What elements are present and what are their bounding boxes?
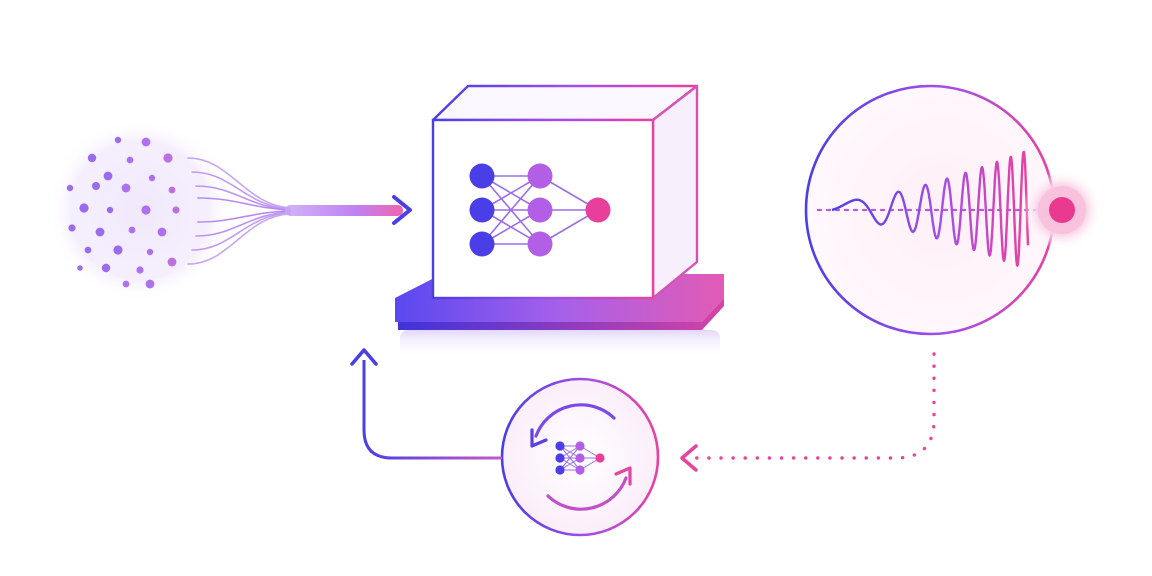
cycle-arc-bottom	[546, 476, 628, 511]
data-point	[66, 184, 74, 192]
data-point	[145, 279, 155, 289]
data-point	[84, 246, 92, 254]
cycle-arrow-left-icon	[530, 428, 548, 448]
scatter-points-icon	[66, 136, 180, 289]
data-point	[157, 227, 167, 237]
data-point	[167, 257, 177, 267]
stream-line	[195, 211, 291, 237]
data-point	[106, 206, 114, 214]
retrain-arrow-head-icon	[350, 348, 378, 366]
data-point	[141, 137, 151, 147]
network-node	[575, 453, 585, 463]
data-point	[121, 183, 131, 193]
network-node	[585, 197, 611, 223]
data-point	[163, 153, 173, 163]
neural-network-icon	[469, 163, 611, 257]
retrain-circle	[500, 377, 660, 537]
network-edge	[559, 445, 581, 471]
data-point	[114, 136, 122, 144]
dotted-feedback-line	[690, 352, 936, 460]
input-cloud-background	[48, 118, 232, 302]
retrain-cycle-icon	[530, 403, 632, 511]
data-point	[95, 227, 105, 237]
stream-line	[187, 213, 291, 265]
network-node	[469, 163, 495, 189]
data-point	[148, 174, 156, 182]
data-point	[172, 206, 180, 214]
network-node	[575, 441, 585, 451]
input-data-cloud	[48, 118, 232, 302]
data-point	[141, 205, 151, 215]
data-point	[168, 186, 176, 194]
cube-top	[431, 84, 699, 122]
input-stream	[187, 157, 412, 265]
stream-line	[191, 171, 291, 210]
signal-output-dot	[1049, 197, 1075, 223]
data-point	[126, 156, 134, 164]
stream-line	[191, 212, 291, 251]
network-node	[527, 163, 553, 189]
data-point	[122, 280, 130, 288]
data-point	[146, 248, 154, 256]
plate-shadow	[400, 330, 720, 358]
data-point	[92, 182, 100, 190]
data-point	[77, 265, 83, 271]
retrain-feedback-line	[362, 360, 502, 460]
stream-bundle	[285, 205, 403, 216]
model-box	[395, 84, 724, 358]
network-node	[469, 231, 495, 257]
network-node	[555, 441, 565, 451]
data-point	[113, 245, 123, 255]
data-point	[79, 203, 89, 213]
data-point	[103, 171, 113, 181]
stream-line	[187, 157, 291, 209]
data-point	[128, 226, 136, 234]
network-node	[555, 465, 565, 475]
feedback-arrow-head-icon	[680, 444, 698, 472]
cycle-arrow-right-icon	[614, 466, 632, 486]
data-point	[101, 263, 111, 273]
stream-line	[197, 210, 291, 223]
network-node	[595, 453, 605, 463]
network-node	[527, 197, 553, 223]
network-node	[527, 231, 553, 257]
data-point	[136, 266, 144, 274]
network-node	[575, 465, 585, 475]
input-arrow-head-icon	[392, 195, 412, 225]
network-node	[555, 453, 565, 463]
signal-circle	[804, 84, 1102, 336]
network-node	[469, 197, 495, 223]
network-edge	[481, 175, 541, 245]
cycle-arc-top	[534, 403, 616, 438]
retrain-to-model-path	[350, 348, 502, 460]
feedback-dotted-path	[680, 352, 936, 472]
small-neural-network-icon	[555, 441, 605, 475]
data-point	[87, 153, 97, 163]
cube-side	[651, 84, 699, 300]
waveform-icon	[831, 150, 1030, 267]
stream-line	[197, 197, 291, 211]
data-point	[68, 224, 76, 232]
